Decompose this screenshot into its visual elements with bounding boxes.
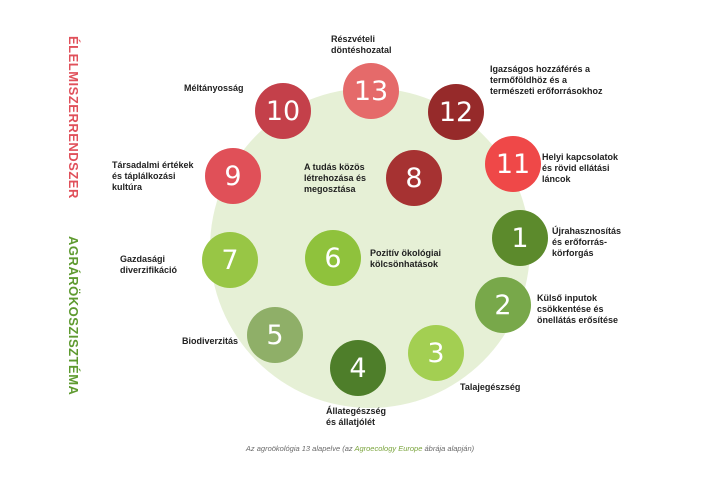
principle-7-label-line: diverzifikáció <box>120 265 178 275</box>
principle-1-label-line: és erőforrás- <box>552 237 608 247</box>
principle-5-label: Biodiverzitás <box>182 336 238 347</box>
principle-12-label-line: Igazságos hozzáférés a <box>490 64 591 74</box>
principle-12-circle: 12 <box>428 84 484 140</box>
principle-3-label: Talajegészség <box>460 382 520 393</box>
principle-1-label-line: körforgás <box>552 248 594 258</box>
caption-text-after: ábrája alapján) <box>422 444 475 453</box>
principle-2-circle: 2 <box>475 277 531 333</box>
principle-2-label-line: csökkentése és <box>537 304 604 314</box>
principle-9-label-line: és táplálkozási <box>112 171 176 181</box>
principle-4-label-line: és állatjólét <box>326 417 376 427</box>
principle-7-circle: 7 <box>202 232 258 288</box>
principle-6-label-line: Pozitív ökológiai <box>370 248 442 258</box>
principle-9-circle: 9 <box>205 148 261 204</box>
principle-2-label-line: önellátás erősítése <box>537 315 619 325</box>
principle-2-label-line: Külső inputok <box>537 293 597 303</box>
principle-4-label-line: Állategészség <box>326 406 387 416</box>
agroecosystem-label: AGRÁRÖKOSZISZTÉMA <box>66 236 81 396</box>
principle-13-label-line: Részvételi <box>331 34 376 44</box>
principle-5-circle: 5 <box>247 307 303 363</box>
principle-9-label-line: kultúra <box>112 182 143 192</box>
principle-8-label-line: A tudás közös <box>304 162 365 172</box>
principle-10-label: Méltányosság <box>184 83 244 94</box>
principle-13-label-line: döntéshozatal <box>331 45 392 55</box>
principle-11-label-line: láncok <box>542 174 571 184</box>
principle-8-label-line: létrehozása és <box>304 173 367 183</box>
principle-4-circle: 4 <box>330 340 386 396</box>
principle-10-label-line: Méltányosság <box>184 83 244 93</box>
principle-12-label-line: természeti erőforrásokhoz <box>490 86 603 96</box>
principle-11-label-line: Helyi kapcsolatok <box>542 152 619 162</box>
food-system-label: ÉLELMISZERRENDSZER <box>66 36 81 199</box>
principle-9-label-line: Társadalmi értékek <box>112 160 194 170</box>
principle-1-circle: 1 <box>492 210 548 266</box>
principle-6-label-line: kölcsönhatások <box>370 259 439 269</box>
principle-8-label-line: megosztása <box>304 184 356 194</box>
principle-5-label-line: Biodiverzitás <box>182 336 239 346</box>
principle-12-label-line: termőföldhöz és a <box>490 75 568 85</box>
principle-10-circle: 10 <box>255 83 311 139</box>
principle-3-circle: 3 <box>408 325 464 381</box>
principle-7-label-line: Gazdasági <box>120 254 166 264</box>
principle-11-circle: 11 <box>485 136 541 192</box>
principle-11-label-line: és rövid ellátási <box>542 163 610 173</box>
caption-link[interactable]: Agroecology Europe <box>354 444 423 453</box>
principle-13-circle: 13 <box>343 63 399 119</box>
principle-6-circle: 6 <box>305 230 361 286</box>
principle-8-circle: 8 <box>386 150 442 206</box>
caption-text-before: Az agroökológia 13 alapelve (az <box>245 444 355 453</box>
figure-caption: Az agroökológia 13 alapelve (az Agroecol… <box>0 444 720 453</box>
principle-3-label-line: Talajegészség <box>460 382 521 392</box>
principle-1-label-line: Újrahasznosítás <box>552 226 622 236</box>
